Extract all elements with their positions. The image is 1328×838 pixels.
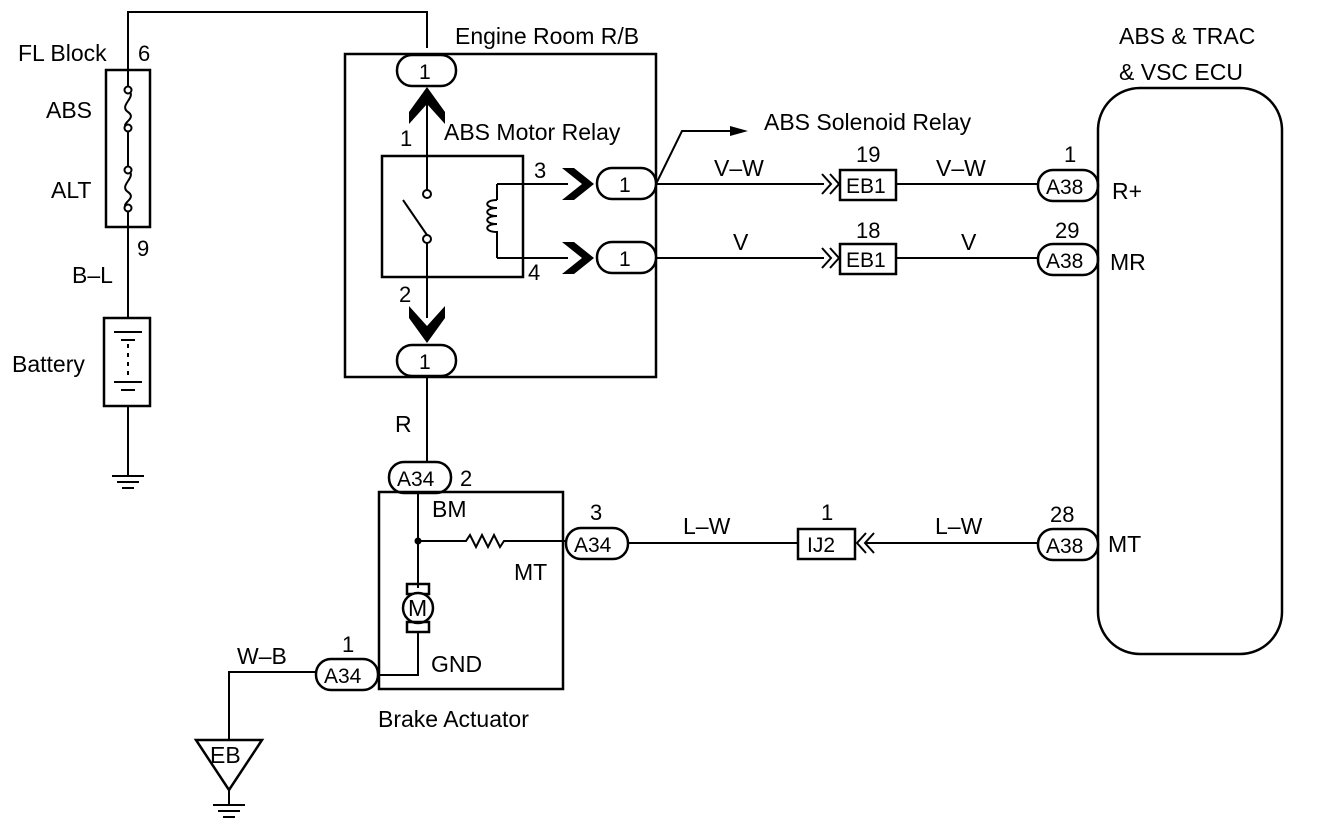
- relay-contact-bottom: [422, 234, 432, 244]
- chevron-down-icon: [409, 306, 445, 343]
- relay-pin-1: 1: [400, 126, 412, 151]
- ground-eb-symbol: [193, 738, 265, 818]
- ecu-box: [1096, 86, 1284, 656]
- a34-pin-3: 3: [590, 500, 602, 525]
- wire-w-b: [228, 671, 316, 740]
- abs-motor-relay-box: [380, 154, 525, 279]
- wire-l-w-right-label: L–W: [935, 513, 983, 539]
- relay-coil-icon: [486, 184, 498, 258]
- ij2-connector-label: IJ2: [807, 534, 835, 557]
- battery-symbol: [102, 316, 152, 489]
- eb1-connector-a-label: EB1: [846, 175, 886, 198]
- ecu-pin-28: 28: [1050, 502, 1074, 527]
- brake-actuator-box: [377, 490, 565, 691]
- engine-room-rb-frame: [343, 52, 658, 379]
- a38-connector-r-label: A38: [1046, 176, 1083, 199]
- connector-chevron-icon: [855, 532, 875, 554]
- arrow-right-icon: [730, 126, 748, 136]
- resistor-icon: [418, 532, 566, 550]
- ij2-connector: [796, 527, 857, 561]
- connector-chevron-icon: [821, 247, 841, 269]
- motor-symbol-label: M: [408, 595, 427, 621]
- abs-motor-relay-label: ABS Motor Relay: [444, 119, 621, 145]
- a34-pin-1: 1: [342, 632, 354, 657]
- relay-pin-3: 3: [534, 158, 546, 183]
- wire-v-right-label: V: [961, 229, 977, 255]
- ecu-terminal-r-plus: R+: [1112, 178, 1142, 204]
- chevron-up-icon: [409, 87, 445, 124]
- wire-v-w-right-label: V–W: [936, 155, 986, 181]
- fl-block: [104, 11, 428, 318]
- ecu-pin-29: 29: [1055, 218, 1079, 243]
- actuator-terminal-mt: MT: [514, 559, 547, 585]
- wire-feed-top: [127, 11, 428, 70]
- actuator-terminal-bm: BM: [432, 496, 467, 522]
- rb-connector-4-label: 1: [619, 248, 631, 271]
- fuse-alt-symbol: [124, 169, 132, 209]
- engine-room-rb-label: Engine Room R/B: [455, 23, 639, 49]
- relay-contact-top: [422, 189, 432, 199]
- a38-connector-mt: [1036, 527, 1100, 562]
- connector-chevron-icon: [821, 173, 841, 195]
- eb1-pin-19: 19: [856, 142, 880, 167]
- ij2-pin-1: 1: [821, 500, 833, 525]
- battery-label: Battery: [12, 351, 85, 377]
- ecu-pin-1: 1: [1064, 142, 1076, 167]
- a34-connector-gnd: [314, 657, 380, 692]
- ecu-terminal-mt: MT: [1108, 531, 1141, 557]
- fuse-alt-label: ALT: [51, 177, 91, 203]
- rb-connector-top: [395, 53, 458, 88]
- brake-actuator-label: Brake Actuator: [378, 706, 529, 732]
- wire-v-w-left-label: V–W: [714, 155, 764, 181]
- a34-connector-gnd-label: A34: [324, 665, 362, 688]
- chevron-right-icon: [562, 168, 594, 200]
- fuse-abs-symbol: [124, 89, 132, 129]
- ground-eb-label: EB: [210, 742, 241, 768]
- eb1-connector-b-label: EB1: [846, 249, 886, 272]
- eb1-pin-18: 18: [856, 218, 880, 243]
- a34-connector-mt-label: A34: [574, 534, 612, 557]
- wire-l-w-left-label: L–W: [683, 513, 731, 539]
- wire-b-l-label: B–L: [72, 262, 113, 288]
- a34-pin-2: 2: [460, 466, 472, 491]
- fuse-abs-label: ABS: [46, 97, 92, 123]
- fl-pin-bottom: 9: [137, 236, 149, 261]
- chevron-right-icon: [562, 242, 594, 274]
- a34-connector-top-label: A34: [397, 468, 435, 491]
- relay-switch-blade: [402, 199, 428, 236]
- ecu-label-line2: & VSC ECU: [1119, 59, 1243, 85]
- ecu-label-line1: ABS & TRAC: [1119, 23, 1255, 49]
- wire-w-b-label: W–B: [237, 643, 287, 669]
- wire-v-left-label: V: [733, 229, 749, 255]
- relay-pin-2: 2: [399, 282, 411, 307]
- actuator-wire-gnd: [378, 632, 419, 676]
- actuator-terminal-gnd: GND: [431, 651, 482, 677]
- a38-connector-mr-label: A38: [1046, 250, 1083, 273]
- rb-connector-bottom-label: 1: [419, 351, 431, 374]
- relay-pin-4: 4: [528, 260, 540, 285]
- wire-r-label: R: [395, 411, 412, 437]
- ecu-terminal-mr: MR: [1110, 249, 1146, 275]
- rb-connector-3-label: 1: [619, 174, 631, 197]
- abs-solenoid-relay-label: ABS Solenoid Relay: [764, 109, 972, 135]
- fl-block-label: FL Block: [18, 40, 107, 66]
- rb-connector-top-label: 1: [419, 61, 431, 84]
- solenoid-pointer: [655, 130, 730, 185]
- fl-pin-top: 6: [138, 41, 150, 66]
- a38-connector-mt-label: A38: [1046, 535, 1083, 558]
